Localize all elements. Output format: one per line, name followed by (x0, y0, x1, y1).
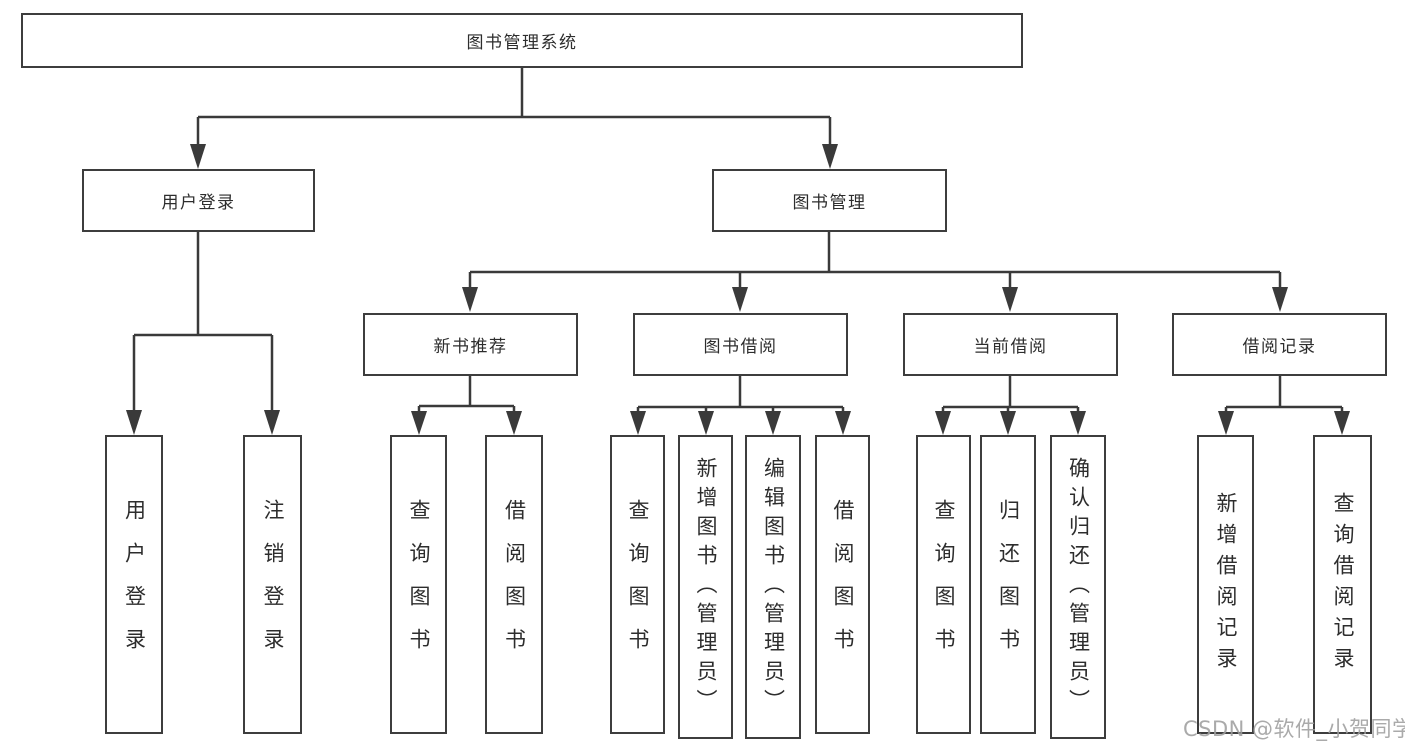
leaf-borrowing-add-books-admin-label: 新增图书（管理员） (694, 456, 718, 718)
node-borrowing-records-label: 借阅记录 (1242, 337, 1317, 357)
node-library-system-label: 图书管理系统 (466, 33, 578, 53)
leaf-current-confirm-return-admin: 确认归还（管理员） (1050, 435, 1106, 739)
leaf-borrowing-edit-books-admin: 编辑图书（管理员） (745, 435, 801, 739)
node-current-borrowing: 当前借阅 (903, 313, 1118, 376)
node-current-borrowing-label: 当前借阅 (973, 337, 1048, 357)
node-user-login-branch: 用户登录 (82, 169, 315, 232)
leaf-records-query-record: 查询借阅记录 (1313, 435, 1372, 734)
node-book-borrowing: 图书借阅 (633, 313, 848, 376)
leaf-current-query-books: 查询图书 (916, 435, 971, 734)
node-library-system: 图书管理系统 (21, 13, 1023, 68)
node-book-borrowing-label: 图书借阅 (703, 337, 778, 357)
csdn-watermark: CSDN @软件_小贺同学 (1183, 717, 1405, 741)
node-borrowing-records: 借阅记录 (1172, 313, 1387, 376)
leaf-current-return-books: 归还图书 (980, 435, 1036, 734)
node-book-management: 图书管理 (712, 169, 947, 232)
leaf-borrowing-borrow-books: 借阅图书 (815, 435, 870, 734)
leaf-records-add-record: 新增借阅记录 (1197, 435, 1254, 734)
leaf-user-login-label: 用户登录 (122, 498, 147, 671)
leaf-borrowing-query-books: 查询图书 (610, 435, 665, 734)
node-new-book-recommend-label: 新书推荐 (433, 337, 508, 357)
node-book-management-label: 图书管理 (792, 193, 867, 213)
node-new-book-recommend: 新书推荐 (363, 313, 578, 376)
leaf-records-add-record-label: 新增借阅记录 (1214, 491, 1238, 678)
node-user-login-branch-label: 用户登录 (161, 193, 236, 213)
leaf-records-query-record-label: 查询借阅记录 (1331, 491, 1355, 678)
leaf-borrowing-edit-books-admin-label: 编辑图书（管理员） (761, 456, 786, 718)
leaf-recommend-query-books-label: 查询图书 (407, 498, 431, 671)
leaf-recommend-borrow-books-label: 借阅图书 (502, 498, 527, 671)
leaf-borrowing-query-books-label: 查询图书 (626, 498, 650, 671)
leaf-borrowing-borrow-books-label: 借阅图书 (831, 498, 855, 671)
leaf-current-query-books-label: 查询图书 (932, 498, 956, 671)
leaf-user-login: 用户登录 (105, 435, 163, 734)
leaf-recommend-query-books: 查询图书 (390, 435, 447, 734)
leaf-recommend-borrow-books: 借阅图书 (485, 435, 543, 734)
leaf-current-confirm-return-admin-label: 确认归还（管理员） (1066, 456, 1091, 718)
leaf-current-return-books-label: 归还图书 (996, 498, 1021, 671)
leaf-logout-label: 注销登录 (261, 498, 285, 671)
leaf-logout: 注销登录 (243, 435, 302, 734)
leaf-borrowing-add-books-admin: 新增图书（管理员） (678, 435, 733, 739)
